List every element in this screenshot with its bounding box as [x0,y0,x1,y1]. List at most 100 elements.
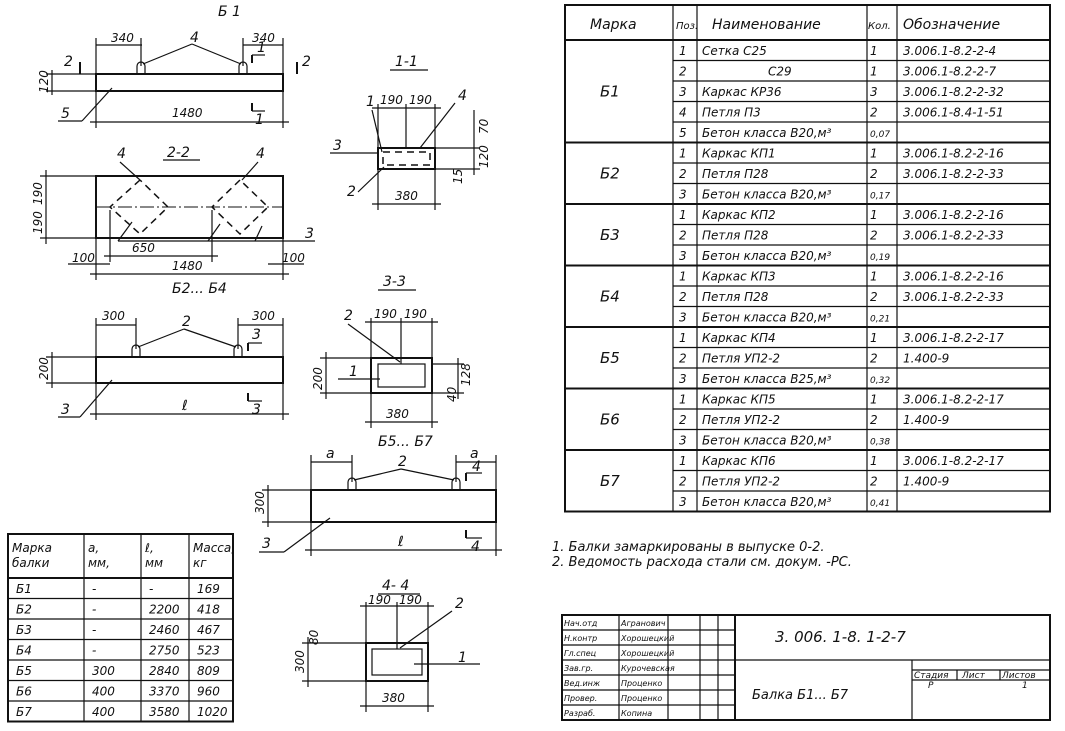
spec-qty: 1 [870,331,878,345]
spec-qty: 1 [870,208,878,222]
spec-name: Каркас КР36 [702,85,782,99]
mass-cell: 2200 [149,603,180,617]
mass-header: Масса, [193,541,235,555]
spec-mark: Б4 [600,287,620,305]
b57-pos-3: 3 [262,536,271,552]
mass-table: Маркабалкиa,мм,ℓ,ммМасса,кгБ1--169Б2-220… [7,533,235,723]
spec-header-4: Обозначение [903,17,1000,33]
spec-designation: 3.006.1-8.2-2-33 [903,229,1004,243]
spec-pos: 2 [679,475,687,489]
spec-designation: 3.006.1-8.2-2-7 [903,65,997,79]
spec-name: Петля П28 [702,290,769,304]
spec-mark: Б6 [600,410,620,428]
signature-name: Агранович [620,619,666,628]
s11-pos-3: 3 [333,138,342,154]
spec-name: Бетон класса В25,м³ [702,372,832,386]
b1-title: Б 1 [218,4,241,20]
spec-designation: 3.006.1-8.2-2-16 [903,208,1004,222]
s33-pos-2: 2 [344,308,353,324]
spec-pos: 2 [679,413,687,427]
spec-designation: 3.006.1-8.2-2-33 [903,290,1004,304]
mass-cell: 467 [197,623,220,637]
s33-dim-128: 128 [459,363,473,386]
mass-cell: - [92,582,96,596]
spec-designation: 3.006.1-8.2-2-17 [903,454,1004,468]
s22-caption: Б2... Б4 [172,281,227,297]
mass-cell: Б7 [16,705,32,719]
stage-header-sheets: Листов [1001,671,1036,681]
spec-qty: 0,19 [870,253,890,263]
signature-name: Хорошецкий [620,634,674,643]
b24-pos-2: 2 [182,314,191,330]
spec-designation: 3.006.1-8.2-2-33 [903,167,1004,181]
spec-header-0: Марка [590,17,637,33]
mass-cell: 418 [197,603,220,617]
b57-dim-a-right: a [470,446,479,462]
spec-qty: 0,07 [870,130,890,140]
spec-name: Каркас КП6 [702,454,776,468]
s33-dim-190-a: 190 [374,307,397,321]
s11-dim-190-b: 190 [409,93,432,107]
spec-qty: 2 [870,167,878,181]
spec-qty: 2 [870,106,878,120]
s22-dim-100-left: 100 [72,251,95,265]
signature-name: Хорошецкий [620,649,674,658]
b24-dim-right: 300 [252,309,275,323]
b1-dim-height: 120 [37,70,51,93]
b1-dim-length: 1480 [172,106,203,120]
spec-pos: 1 [679,44,687,58]
section-1-1: 1-1 190 190 1 4 3 2 70 120 15 380 [330,54,491,210]
spec-qty: 2 [870,352,878,366]
spec-qty: 2 [870,229,878,243]
mass-cell: 523 [197,644,220,658]
spec-qty: 2 [870,290,878,304]
b1-section-2-left: 2 [64,54,73,70]
s44-pos-1: 1 [458,650,467,666]
spec-qty: 1 [870,65,878,79]
spec-pos: 3 [679,249,687,263]
mass-cell: - [92,623,96,637]
b24-pos-3: 3 [61,402,70,418]
spec-qty: 1 [870,147,878,161]
signature-role: Разраб. [564,709,595,718]
spec-header-2: Наименование [712,17,821,33]
mass-cell: - [92,603,96,617]
mass-cell: Б3 [16,623,32,637]
s22-title: 2-2 [167,145,190,161]
spec-pos: 1 [679,208,687,222]
s33-title: 3-3 [383,274,406,290]
spec-pos: 1 [679,393,687,407]
mass-header: мм [145,556,163,570]
spec-pos: 3 [679,85,687,99]
signature-name: Проценко [621,679,662,688]
s11-pos-4: 4 [458,88,467,104]
mass-cell: 2750 [149,644,180,658]
s11-pos-1: 1 [366,94,375,110]
b1-section-1-bottom: 1 [255,112,264,128]
mass-cell: Б2 [16,603,32,617]
b24-dim-height: 200 [37,357,51,380]
spec-qty: 0,32 [870,376,890,386]
mass-header: a, [88,541,99,555]
spec-designation: 3.006.1-8.2-2-17 [903,393,1004,407]
mass-header: ℓ, [144,541,154,555]
s33-dim-190-b: 190 [404,307,427,321]
s11-pos-2: 2 [347,184,356,200]
drawing-name: Балка Б1... Б7 [752,688,849,703]
mass-cell: - [92,644,96,658]
spec-designation: 1.400-9 [903,352,949,366]
b24-dim-left: 300 [102,309,125,323]
s44-dim-300: 300 [293,650,307,673]
spec-qty: 1 [870,454,878,468]
s33-caption: Б5... Б7 [378,434,433,450]
signature-role: Вед.инж [564,679,601,688]
spec-name: Каркас КП3 [702,270,776,284]
spec-name: Петля П28 [702,229,769,243]
s22-pos-4-left: 4 [117,146,126,162]
spec-pos: 2 [679,167,687,181]
spec-qty: 1 [870,270,878,284]
signature-role: Н.контр [564,634,597,643]
